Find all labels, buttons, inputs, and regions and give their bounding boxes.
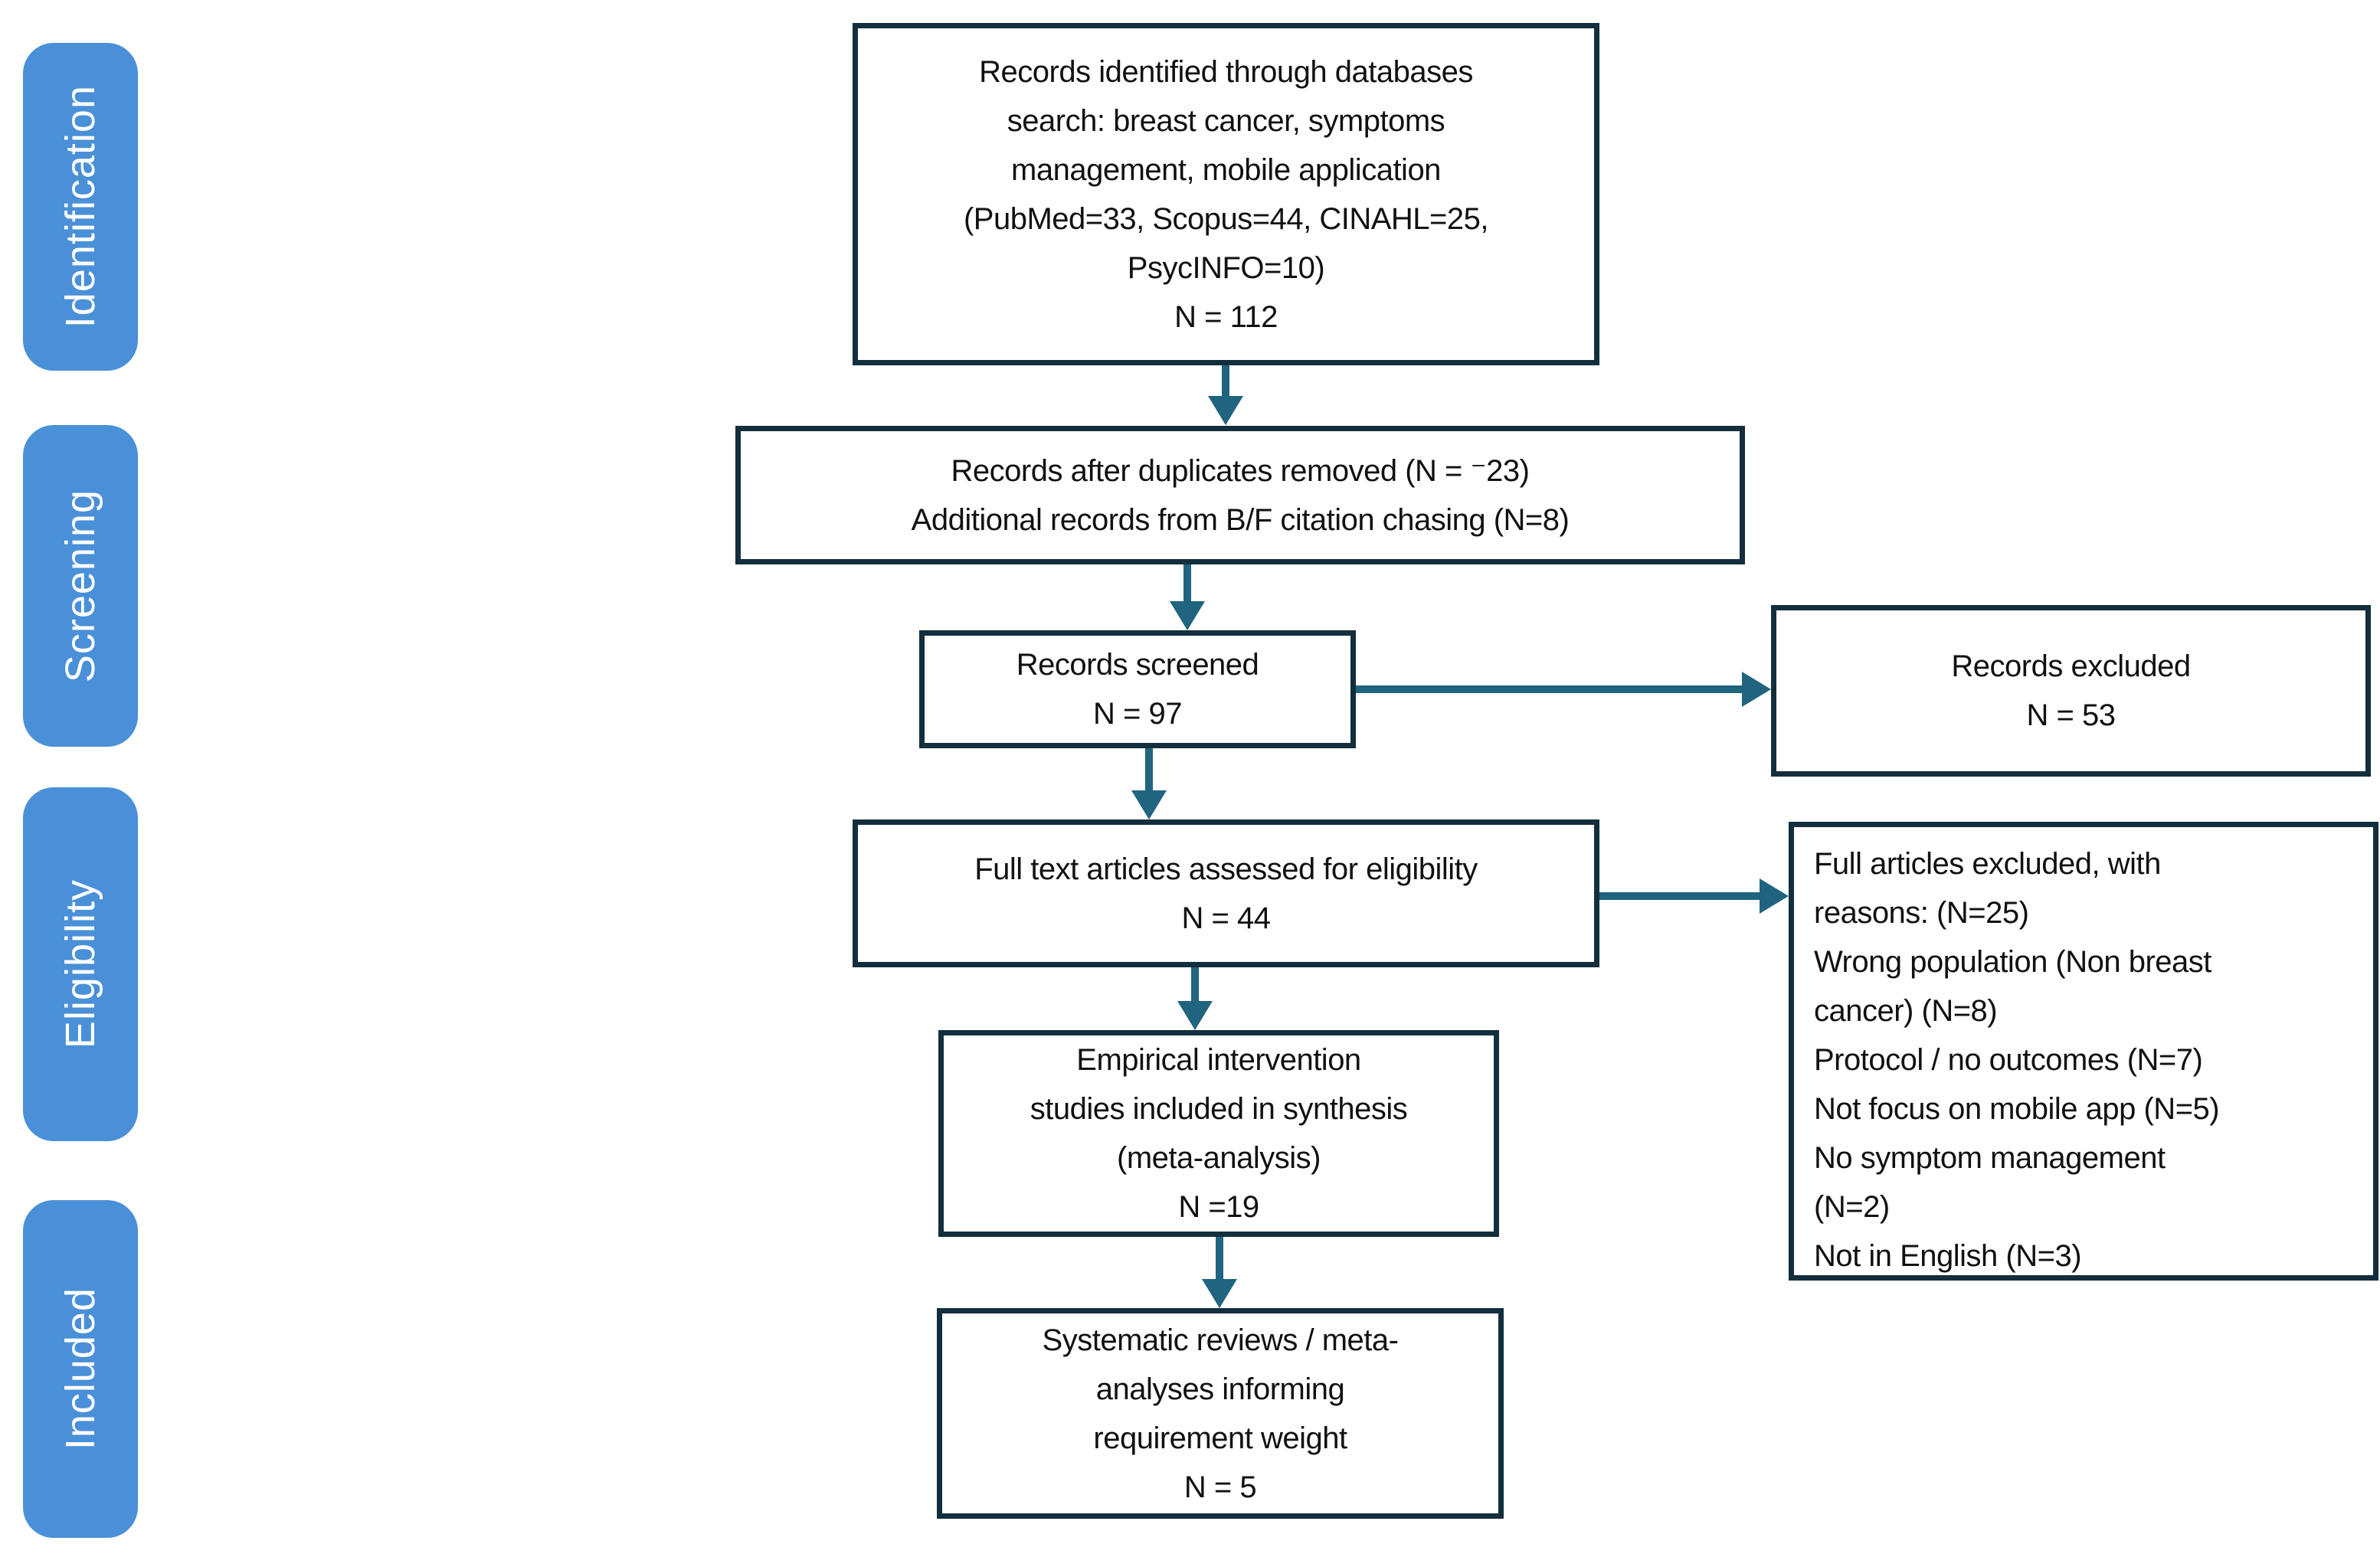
arrow-identified-to-dedup	[1208, 365, 1243, 425]
stage-label-screening: Screening	[57, 489, 103, 683]
stage-capsule-screening: Screening	[23, 425, 138, 747]
stage-capsule-included: Included	[23, 1200, 138, 1538]
arrow-dedup-to-screened	[1170, 564, 1205, 630]
arrow-screened-to-excluded	[1356, 672, 1771, 707]
arrow-shaft	[1599, 892, 1761, 900]
box-records-identified: Records identified through databases sea…	[853, 23, 1599, 365]
arrowhead-right-icon	[1742, 672, 1771, 707]
stage-label-identification: Identification	[57, 85, 103, 329]
stage-label-eligibility: Eligibility	[57, 879, 103, 1049]
stage-label-included: Included	[57, 1287, 103, 1451]
arrowhead-down-icon	[1170, 601, 1205, 630]
box-records-screened: Records screened N = 97	[919, 630, 1356, 748]
arrowhead-down-icon	[1208, 396, 1243, 425]
box-fulltext-exclusion-reasons: Full articles excluded, with reasons: (N…	[1789, 822, 2378, 1281]
arrow-fulltext-to-synthesis	[1177, 967, 1213, 1030]
arrow-fulltext-to-reasons	[1599, 878, 1789, 914]
box-systematic-reviews: Systematic reviews / meta- analyses info…	[937, 1308, 1504, 1519]
box-synthesis-included: Empirical intervention studies included …	[938, 1030, 1499, 1237]
arrow-shaft	[1183, 564, 1191, 603]
arrow-shaft	[1222, 365, 1229, 397]
box-records-excluded: Records excluded N = 53	[1771, 605, 2371, 777]
arrow-synthesis-to-reviews	[1202, 1237, 1237, 1308]
stage-capsule-eligibility: Eligibility	[23, 787, 138, 1141]
arrow-shaft	[1216, 1237, 1223, 1281]
arrowhead-down-icon	[1131, 790, 1167, 819]
arrow-shaft	[1356, 685, 1743, 693]
arrowhead-down-icon	[1202, 1279, 1237, 1308]
box-duplicates-removed: Records after duplicates removed (N = ⁻2…	[735, 426, 1745, 564]
arrow-shaft	[1191, 967, 1199, 1003]
box-fulltext-assessed: Full text articles assessed for eligibil…	[853, 819, 1599, 967]
stage-capsule-identification: Identification	[23, 43, 138, 371]
arrow-shaft	[1145, 748, 1153, 792]
arrowhead-right-icon	[1760, 878, 1789, 914]
arrow-screened-to-fulltext	[1131, 748, 1167, 819]
arrowhead-down-icon	[1177, 1001, 1213, 1030]
